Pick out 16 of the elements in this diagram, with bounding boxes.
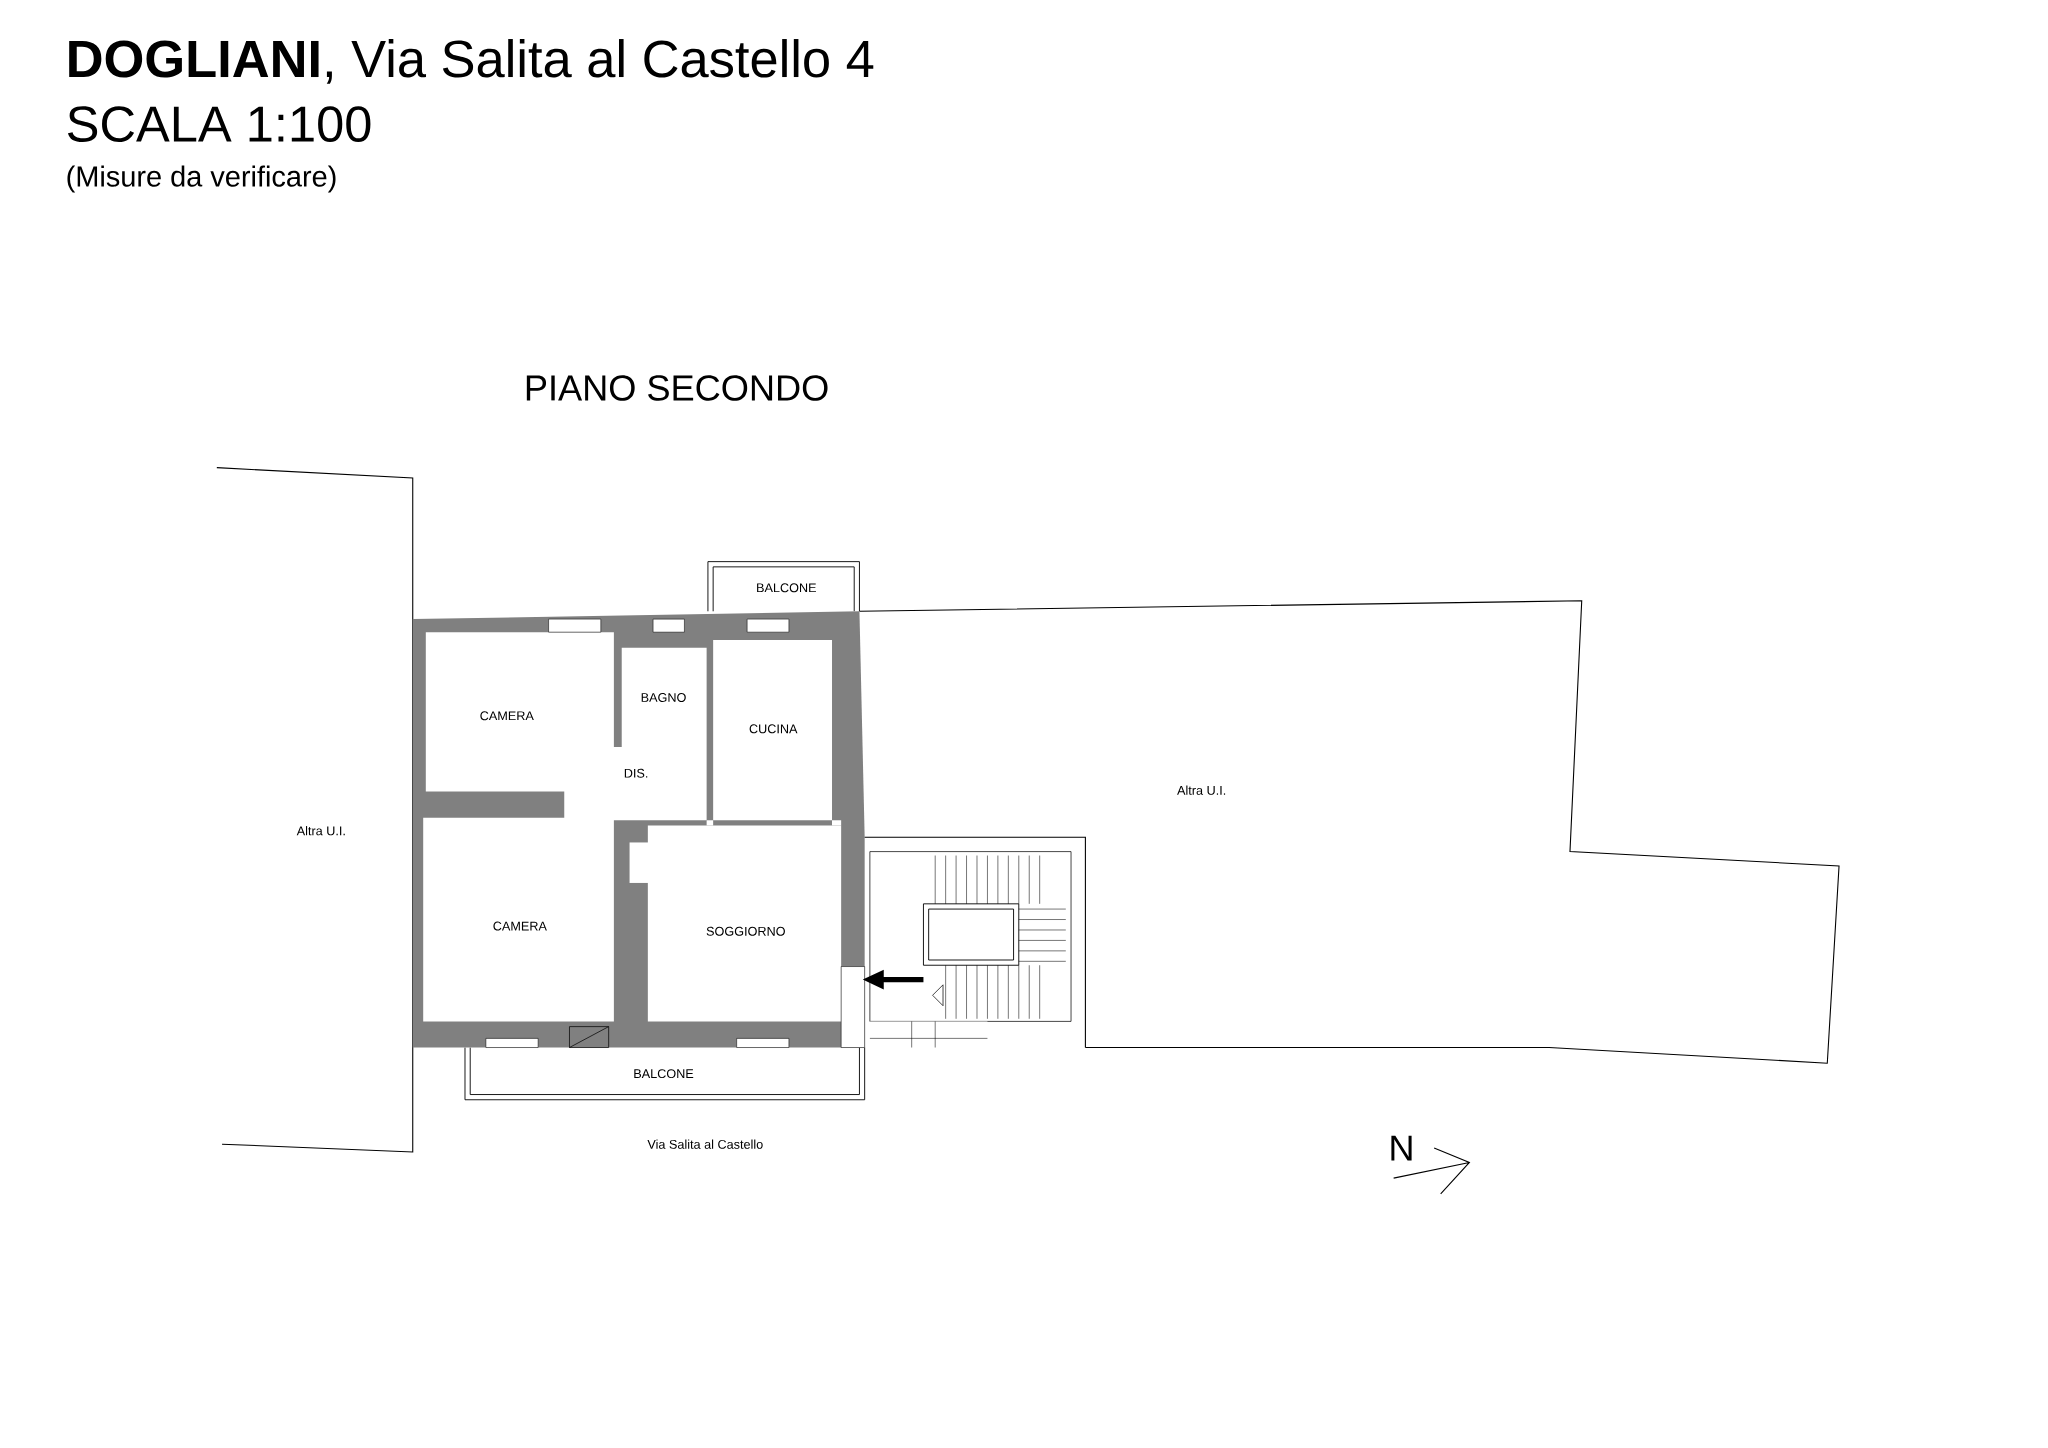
note-text: (Misure da verificare) — [67, 165, 336, 193]
scale-text: SCALA 1:100 — [67, 105, 371, 142]
room-label: SOGGIORNO — [706, 926, 785, 936]
room-label: CAMERA — [493, 921, 547, 931]
floor-title: PIANO SECONDO — [526, 374, 828, 401]
room-label: BALCONE — [757, 583, 816, 592]
street-label: Via Salita al Castello — [647, 1139, 763, 1149]
room-label: BALCONE — [634, 1068, 694, 1078]
room-label: CAMERA — [480, 711, 534, 720]
room-label: DIS. — [624, 768, 648, 778]
north-label: N — [1391, 1135, 1412, 1161]
room-label: CUCINA — [749, 724, 798, 734]
neighbour-label: Altra U.I. — [296, 825, 345, 836]
room-label: BAGNO — [641, 692, 686, 702]
neighbour-label: Altra U.I. — [1177, 785, 1226, 795]
title-text: DOGLIANI, Via Salita al Castello 4 — [69, 38, 874, 84]
